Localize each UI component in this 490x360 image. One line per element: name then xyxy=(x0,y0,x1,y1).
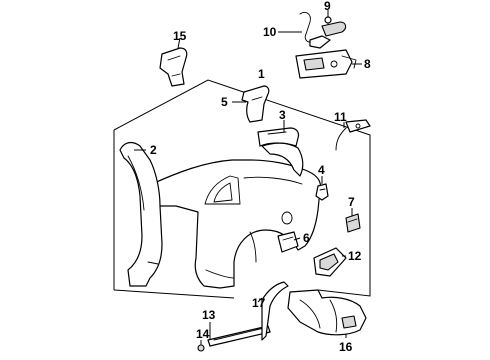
rear-bracket-part xyxy=(159,47,188,87)
wheelhouse-part xyxy=(257,127,304,177)
callout-14: 14 xyxy=(196,327,210,341)
leader-15 xyxy=(177,37,181,49)
callout-4: 4 xyxy=(318,163,325,177)
fuel-door-part xyxy=(345,213,361,233)
fender-liner-part xyxy=(287,289,367,336)
assembly-frame-bottom xyxy=(113,289,235,299)
callout-3: 3 xyxy=(279,108,286,122)
callout-9: 9 xyxy=(324,0,331,13)
callout-2: 2 xyxy=(150,143,157,157)
molding-clip-part xyxy=(197,344,205,352)
assembly-frame xyxy=(113,79,371,297)
callout-12: 12 xyxy=(348,249,362,263)
leader-6 xyxy=(293,237,301,241)
callout-7: 7 xyxy=(348,195,355,209)
filler-housing-part xyxy=(313,247,347,277)
callout-1: 1 xyxy=(258,67,265,81)
callout-16: 16 xyxy=(339,340,353,354)
release-cable-part xyxy=(335,119,371,151)
callout-15: 15 xyxy=(173,29,187,43)
quarter-panel-part xyxy=(149,159,322,289)
opener-lever-part xyxy=(299,11,347,49)
callout-17: 17 xyxy=(252,296,266,310)
callout-13: 13 xyxy=(202,308,216,322)
small-panel-part xyxy=(277,231,299,253)
callout-5: 5 xyxy=(221,95,228,109)
callout-8: 8 xyxy=(364,57,371,71)
callout-10: 10 xyxy=(263,25,277,39)
callout-6: 6 xyxy=(303,231,310,245)
opener-housing-part xyxy=(295,49,357,79)
leader-17 xyxy=(257,297,263,303)
clip-part xyxy=(315,183,329,201)
molding-strip-part xyxy=(207,325,271,347)
upper-bracket-part xyxy=(241,85,270,123)
inner-pillar-part xyxy=(119,141,163,287)
callout-11: 11 xyxy=(334,110,347,124)
arch-molding-part xyxy=(261,281,289,341)
